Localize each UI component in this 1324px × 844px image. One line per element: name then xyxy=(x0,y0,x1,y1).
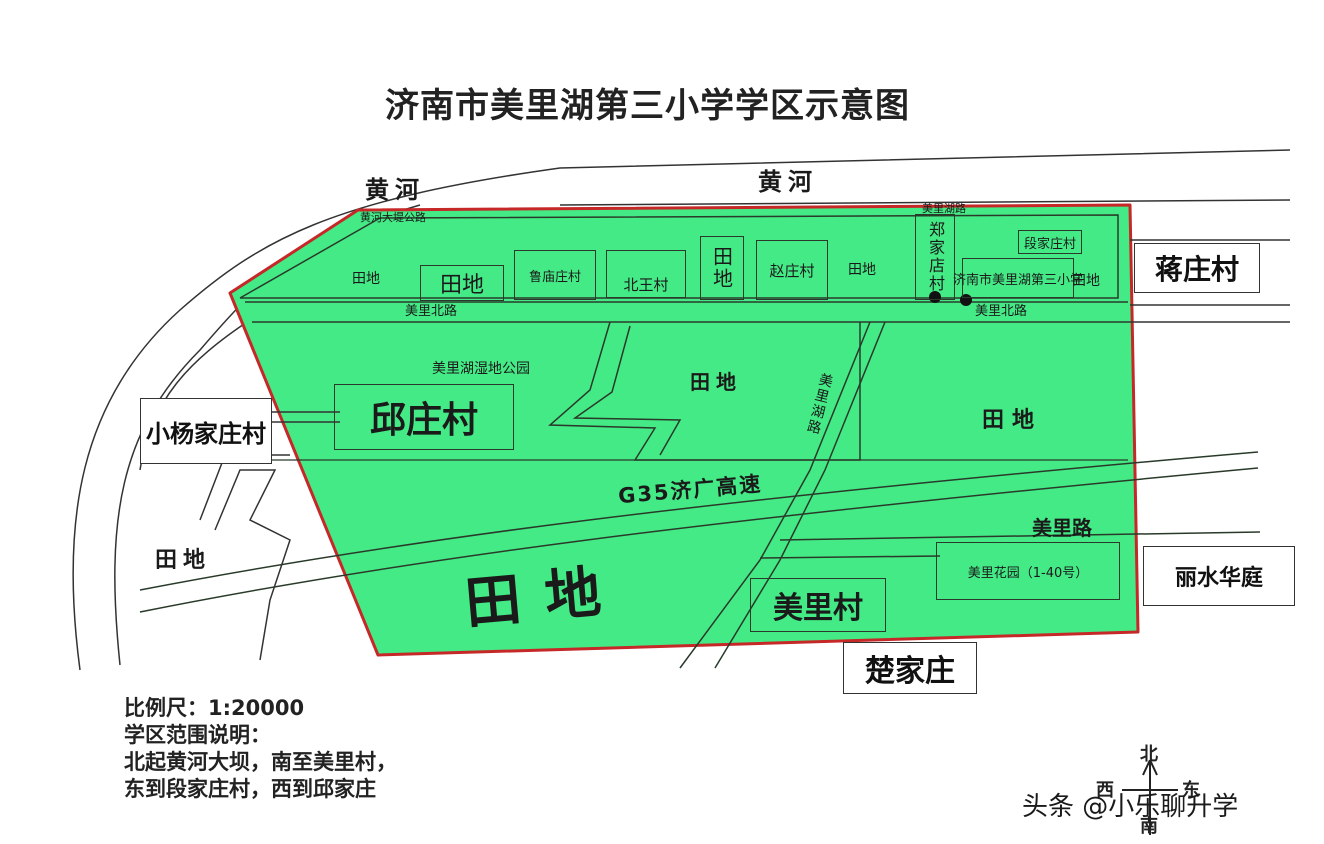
east-lines xyxy=(1130,239,1290,323)
field-north-box: 田地 xyxy=(420,265,504,301)
field-south-big: 田地 xyxy=(462,558,628,637)
village-xiaoyang: 小杨家庄村 xyxy=(140,398,272,464)
west-winding-road-b xyxy=(199,454,290,521)
wetland-park-label: 美里湖湿地公园 xyxy=(432,361,530,377)
watermark-text: 头条 @小乐聊升学 xyxy=(1022,792,1239,822)
field-north-vertical: 田地 xyxy=(700,236,744,300)
meili-north-road-label-east: 美里北路 xyxy=(975,304,1028,319)
meili-road-line xyxy=(779,531,1261,541)
field-center: 田地 xyxy=(690,370,742,394)
field-east: 田地 xyxy=(982,408,1043,433)
river-top-line xyxy=(559,199,1291,206)
village-qiuzhuang: 邱庄村 xyxy=(334,384,514,450)
field-west-outer: 田地 xyxy=(155,548,212,573)
village-chujia: 楚家庄 xyxy=(843,642,977,694)
village-lulou: 鲁庙庄村 xyxy=(514,250,596,300)
range-heading: 学区范围说明： xyxy=(124,723,271,747)
lishui-huating: 丽水华庭 xyxy=(1143,546,1295,606)
meili-road-line-lower xyxy=(759,555,941,559)
compass-east: 东 xyxy=(1182,780,1200,801)
north-lane xyxy=(239,214,1119,299)
meili-road-label: 美里路 xyxy=(1032,516,1092,540)
map-notes: 比例尺：1:20000 学区范围说明： 北起黄河大坝，南至美里村， 东到段家庄村… xyxy=(124,695,397,803)
dam-road-label: 黄河大堤公路 xyxy=(360,211,426,224)
field-nw-small: 田地 xyxy=(352,271,380,287)
village-zhengjia: 郑家店村 xyxy=(915,214,955,300)
west-winding-road-a xyxy=(214,469,291,661)
compass-north: 北 xyxy=(1140,744,1158,765)
village-meili: 美里村 xyxy=(750,578,886,632)
school-label: 济南市美里湖第三小学 xyxy=(953,258,1083,298)
village-zhaozhuang: 赵庄村 xyxy=(756,240,828,300)
meili-lake-road-line-2 xyxy=(714,321,886,669)
compass-west: 西 xyxy=(1096,780,1114,801)
school-district-zone xyxy=(228,203,1140,657)
yellow-river-label-east: 黄河 xyxy=(758,168,818,196)
meili-lake-road-line-1 xyxy=(679,321,871,669)
expressway-line-2 xyxy=(139,467,1259,613)
village-duanjia: 段家庄村 xyxy=(1018,230,1082,254)
meili-north-road-label-west: 美里北路 xyxy=(405,304,458,319)
top-edge-road-label: 美里湖路 xyxy=(922,202,966,215)
yellow-river-bank-outer xyxy=(72,149,1291,671)
range-line-1: 北起黄河大坝，南至美里村， xyxy=(124,750,397,774)
park-boundary-path-inner xyxy=(572,325,682,456)
compass-arrows xyxy=(1122,759,1178,835)
scale-text: 比例尺：1:20000 xyxy=(124,696,305,720)
village-beiwang: 北王村 xyxy=(606,250,686,298)
map-title: 济南市美里湖第三小学学区示意图 xyxy=(385,86,910,126)
field-north-mid: 田地 xyxy=(848,262,876,278)
yellow-river-label-west: 黄河 xyxy=(365,176,425,204)
expressway-line-1 xyxy=(139,451,1259,591)
meili-garden: 美里花园（1-40号） xyxy=(936,542,1120,600)
school-marker-1 xyxy=(929,291,941,303)
qiuzhuang-connector xyxy=(270,411,340,423)
village-jiangzhuang: 蒋庄村 xyxy=(1134,243,1260,293)
range-line-2: 东到段家庄村，西到邱家庄 xyxy=(124,777,376,801)
compass-south: 南 xyxy=(1140,816,1158,837)
field-ne-small: 田地 xyxy=(1072,273,1100,289)
